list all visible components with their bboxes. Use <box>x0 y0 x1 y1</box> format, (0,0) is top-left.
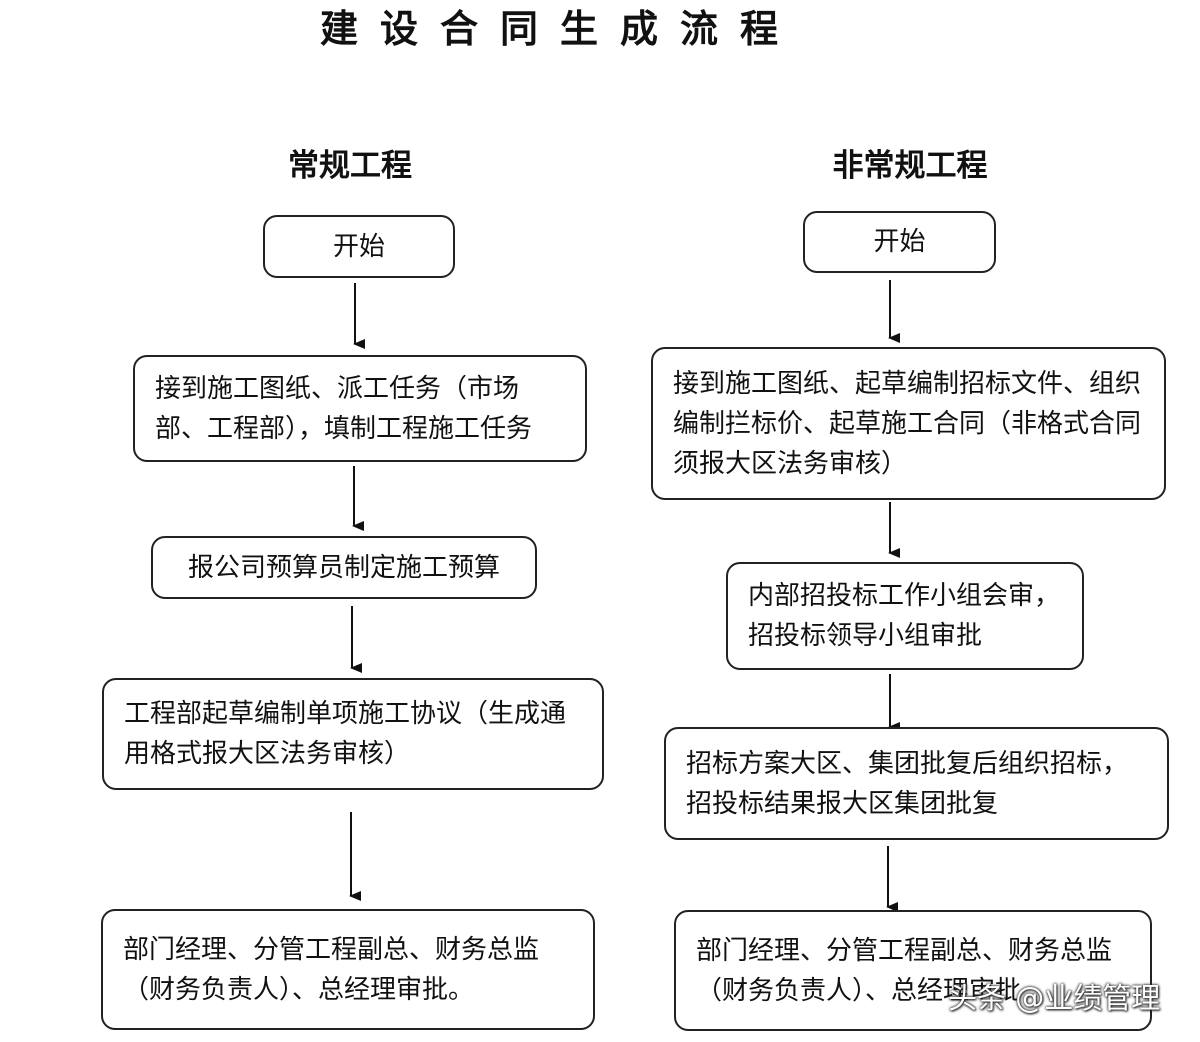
irregular-start-node: 开始 <box>803 211 996 273</box>
regular-step-3: 工程部起草编制单项施工协议（生成通用格式报大区法务审核） <box>102 678 604 790</box>
irregular-step-3: 招标方案大区、集团批复后组织招标，招投标结果报大区集团批复 <box>664 727 1169 840</box>
irregular-heading: 非常规工程 <box>832 148 988 184</box>
irregular-step-2: 内部招投标工作小组会审，招投标领导小组审批 <box>726 562 1084 670</box>
watermark-text: 头条 @业绩管理 <box>948 981 1161 1015</box>
regular-heading: 常规工程 <box>288 148 412 184</box>
regular-step-3-text: 工程部起草编制单项施工协议（生成通用格式报大区法务审核） <box>124 699 567 769</box>
diagram-title: 建设合同生成流程 <box>319 6 800 51</box>
irregular-step-1: 接到施工图纸、起草编制招标文件、组织编制拦标价、起草施工合同（非格式合同须报大区… <box>651 347 1166 500</box>
regular-step-2-text: 报公司预算员制定施工预算 <box>187 552 500 583</box>
irregular-step-4: 部门经理、分管工程副总、财务总监（财务负责人）、总经理审批 <box>674 910 1152 1031</box>
irregular-step-2-text: 内部招投标工作小组会审，招投标领导小组审批 <box>748 581 1061 651</box>
regular-step-4: 部门经理、分管工程副总、财务总监（财务负责人）、总经理审批。 <box>101 909 595 1030</box>
regular-step-4-text: 部门经理、分管工程副总、财务总监（财务负责人）、总经理审批。 <box>123 934 540 1005</box>
irregular-step-4-text: 部门经理、分管工程副总、财务总监（财务负责人）、总经理审批 <box>696 935 1113 1006</box>
irregular-start-label: 开始 <box>873 227 926 257</box>
irregular-step-1-text: 接到施工图纸、起草编制招标文件、组织编制拦标价、起草施工合同（非格式合同须报大区… <box>673 368 1142 479</box>
regular-step-1: 接到施工图纸、派工任务（市场部、工程部），填制工程施工任务 <box>133 355 587 462</box>
regular-start-node: 开始 <box>263 215 455 278</box>
irregular-step-3-text: 招标方案大区、集团批复后组织招标，招投标结果报大区集团批复 <box>686 748 1129 819</box>
regular-step-1-text: 接到施工图纸、派工任务（市场部、工程部），填制工程施工任务 <box>155 373 533 444</box>
regular-step-2: 报公司预算员制定施工预算 <box>151 536 537 599</box>
regular-start-label: 开始 <box>332 231 385 262</box>
